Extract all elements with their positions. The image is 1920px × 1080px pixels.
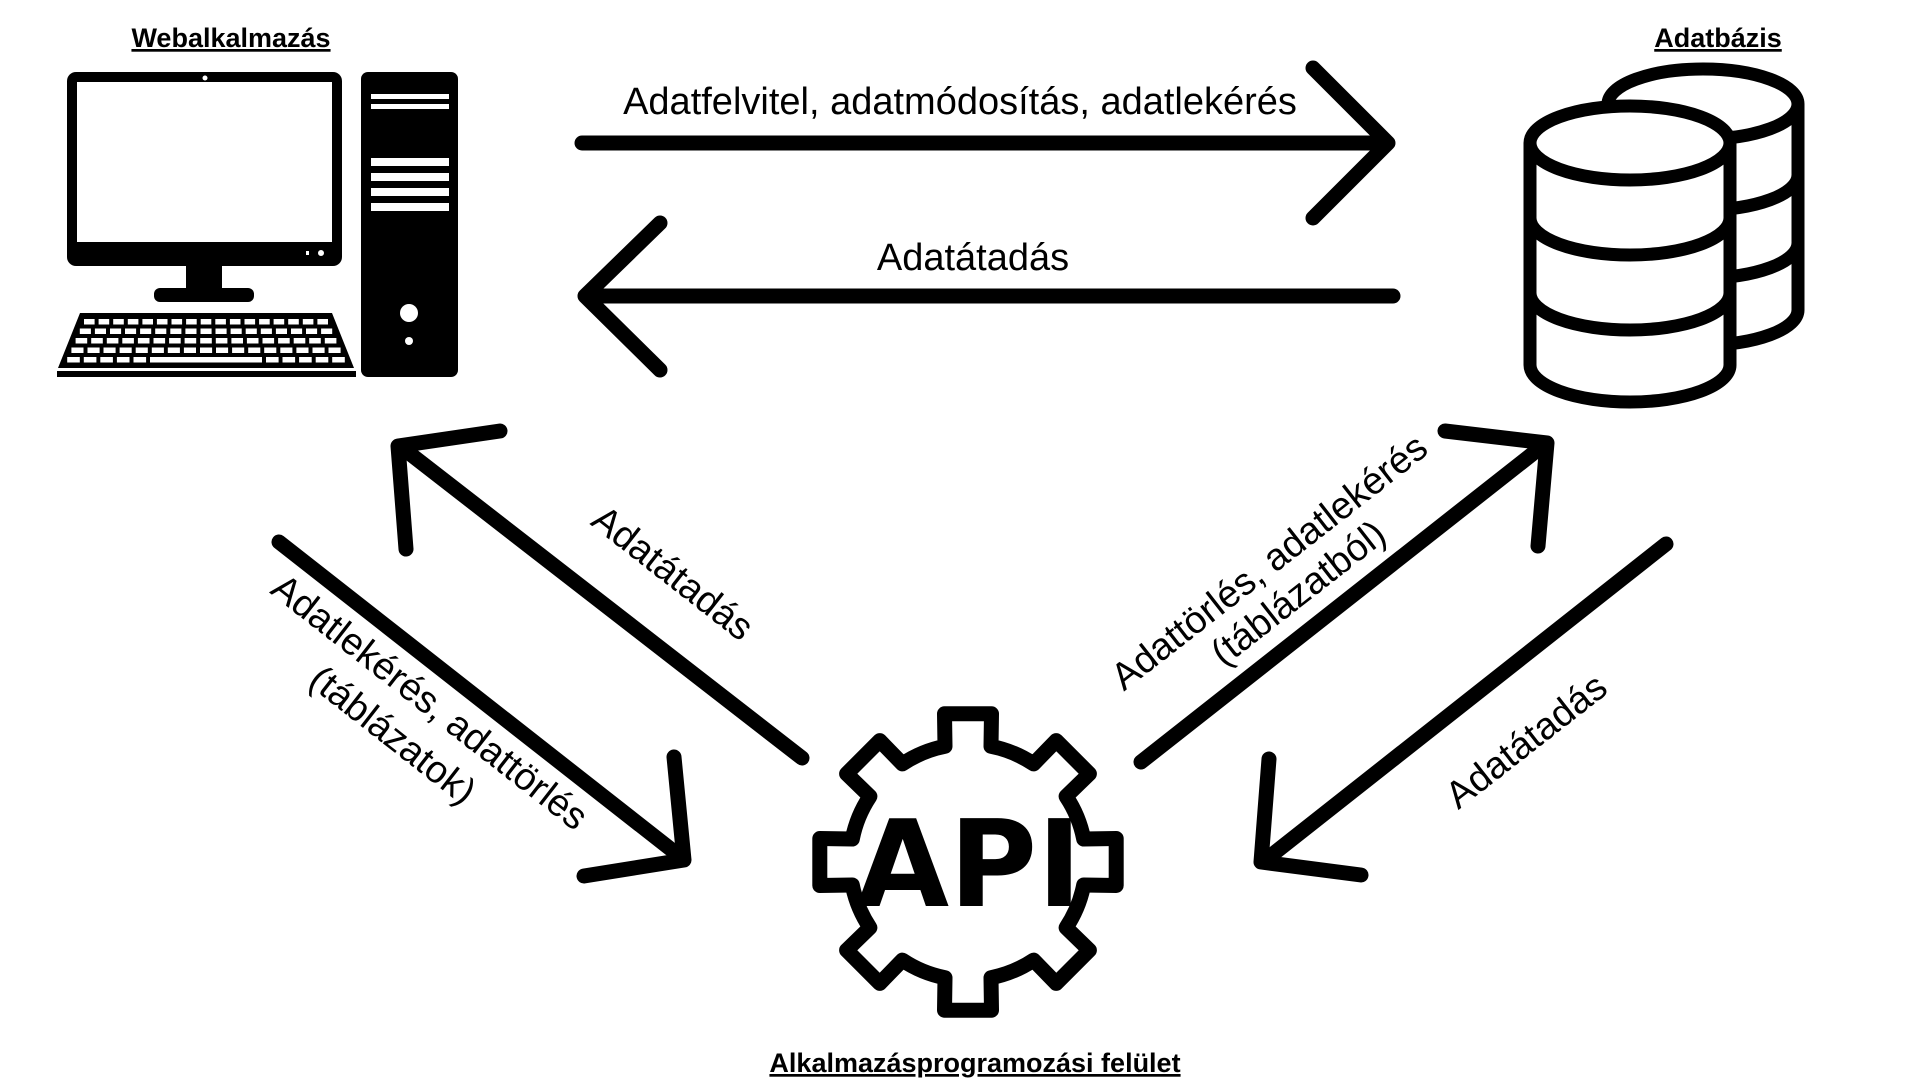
arrow-web-to-api [271, 534, 692, 884]
arrow-api-to-db [1133, 423, 1555, 770]
label-db-to-web: Adatátadás [877, 237, 1069, 279]
label-api-to-web: Adatátadás [584, 498, 761, 649]
desktop-computer-icon [57, 72, 458, 377]
database-icon [1523, 62, 1805, 409]
arrow-db-to-api [1253, 536, 1674, 883]
api-icon-text: API [856, 796, 1081, 935]
arrow-web-to-db [574, 60, 1396, 226]
label-db-to-api: Adatátadás [1438, 666, 1615, 817]
gear-icon: API [812, 706, 1124, 1018]
arrow-db-to-web [577, 215, 1401, 378]
database-title: Adatbázis [1654, 23, 1782, 53]
label-web-to-db: Adatfelvitel, adatmódosítás, adatlekérés [623, 81, 1297, 123]
label-web-to-api-line1: Adatlekérés, adattörlés [263, 566, 595, 838]
arrow-api-to-web [390, 423, 810, 766]
api-title: Alkalmazásprogramozási felület [769, 1048, 1180, 1078]
webapp-title: Webalkalmazás [131, 23, 330, 53]
